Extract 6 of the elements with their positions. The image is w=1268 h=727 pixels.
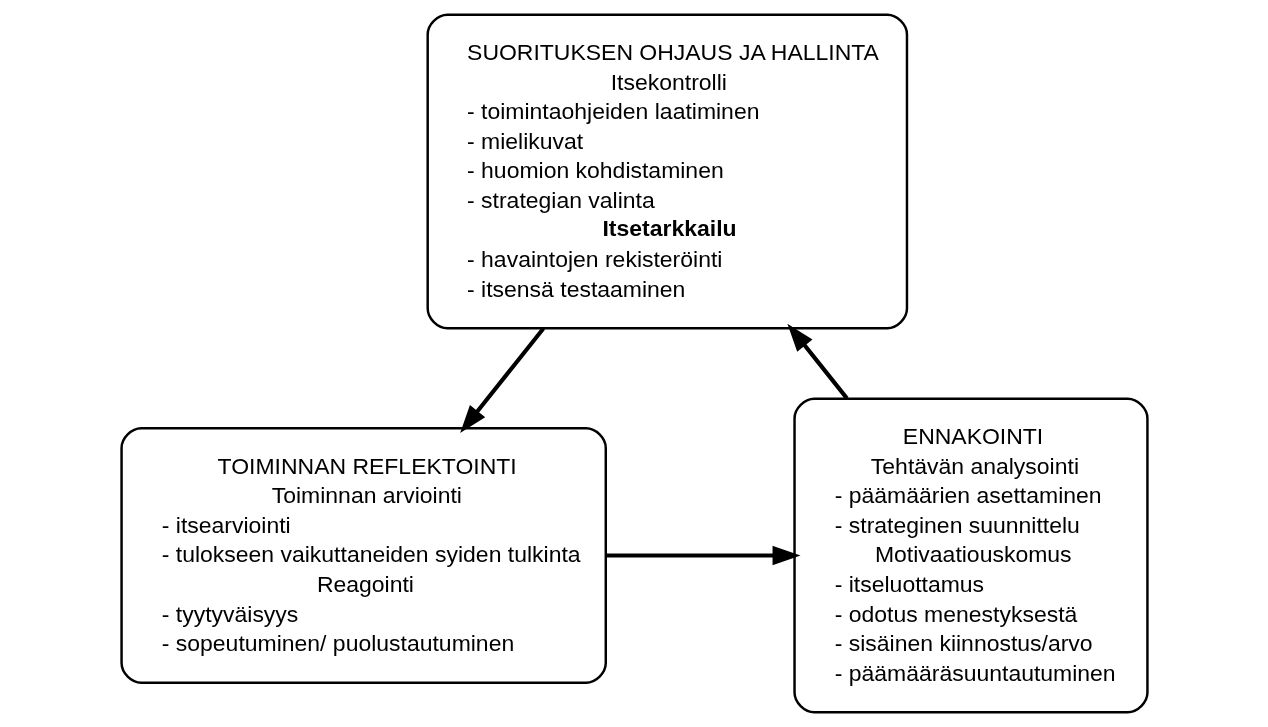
node-box: TOIMINNAN REFLEKTOINTI Toiminnan arviointi - itsearviointi - tulokseen vaikuttaneiden syiden tulkinta Reagointi - tyytyväisyys - sopeutuminen/ puolustautuminen: [119, 427, 607, 684]
node-box: SUORITUKSEN OHJAUS JA HALLINTA Itsekontrolli - toimintaohjeiden laatiminen - mielikuvat - huomion kohdistaminen - strategian valinta Itsetarkkailu - havaintojen rekisteröinti - itsensä testaaminen: [425, 13, 908, 330]
arrow: [459, 327, 545, 433]
arrow: [605, 545, 800, 566]
node-box: ENNAKOINTI Tehtävän analysointi - päämäärien asettaminen - strateginen suunnittelu Motivaatiouskomus - itseluottamus - odotus menestyksestä - sisäinen kiinnostus/arvo - päämääräsuuntautuminen: [792, 397, 1149, 714]
arrow: [786, 323, 849, 400]
